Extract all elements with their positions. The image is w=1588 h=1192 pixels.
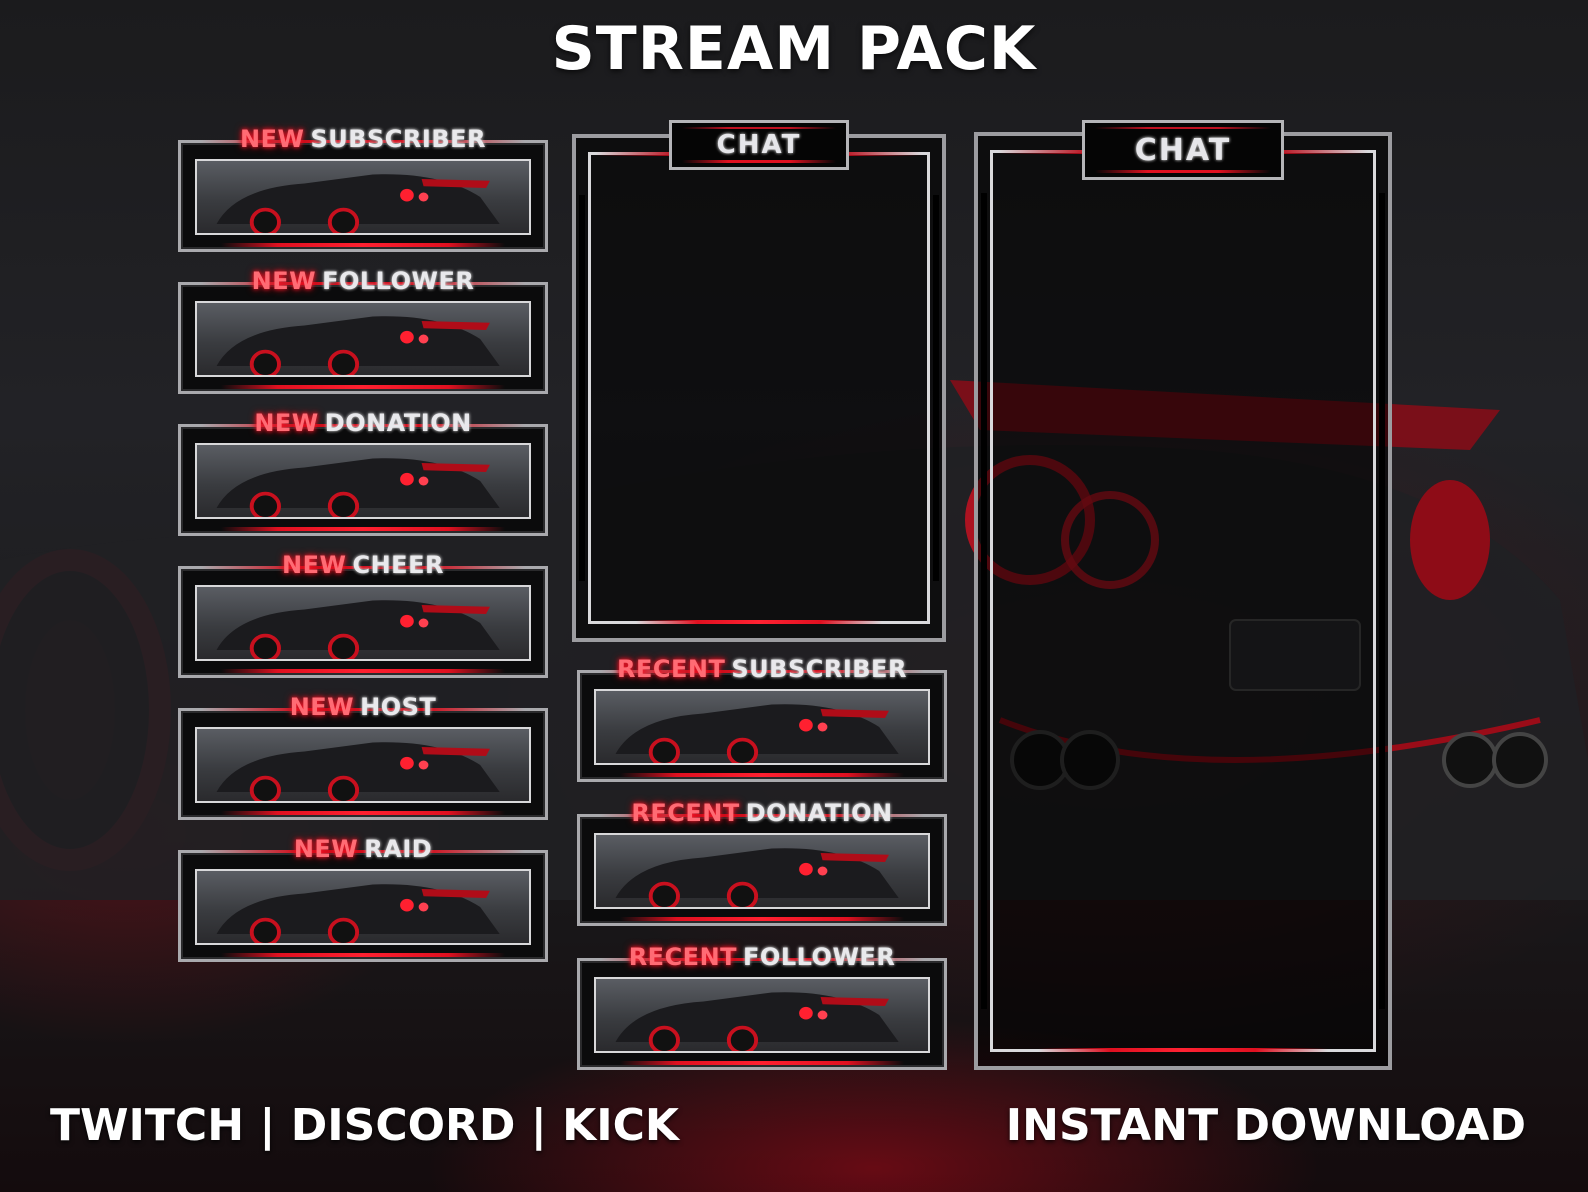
car-thumbnail bbox=[195, 869, 531, 945]
car-thumbnail bbox=[594, 977, 930, 1053]
car-thumbnail bbox=[195, 159, 531, 235]
chat-title: CHAT bbox=[1082, 120, 1284, 180]
car-thumbnail bbox=[195, 443, 531, 519]
car-thumbnail bbox=[195, 301, 531, 377]
instant-download-text: INSTANT DOWNLOAD bbox=[1005, 1100, 1526, 1151]
page-title: STREAM PACK bbox=[551, 14, 1037, 84]
car-thumbnail bbox=[195, 727, 531, 803]
car-thumbnail bbox=[594, 833, 930, 909]
car-thumbnail bbox=[594, 689, 930, 765]
car-thumbnail bbox=[195, 585, 531, 661]
platforms-text: TWITCH | DISCORD | KICK bbox=[50, 1100, 679, 1151]
chat-panel-small: CHAT bbox=[572, 120, 946, 642]
chat-title: CHAT bbox=[669, 120, 849, 170]
chat-panel-large: CHAT bbox=[974, 120, 1392, 1070]
